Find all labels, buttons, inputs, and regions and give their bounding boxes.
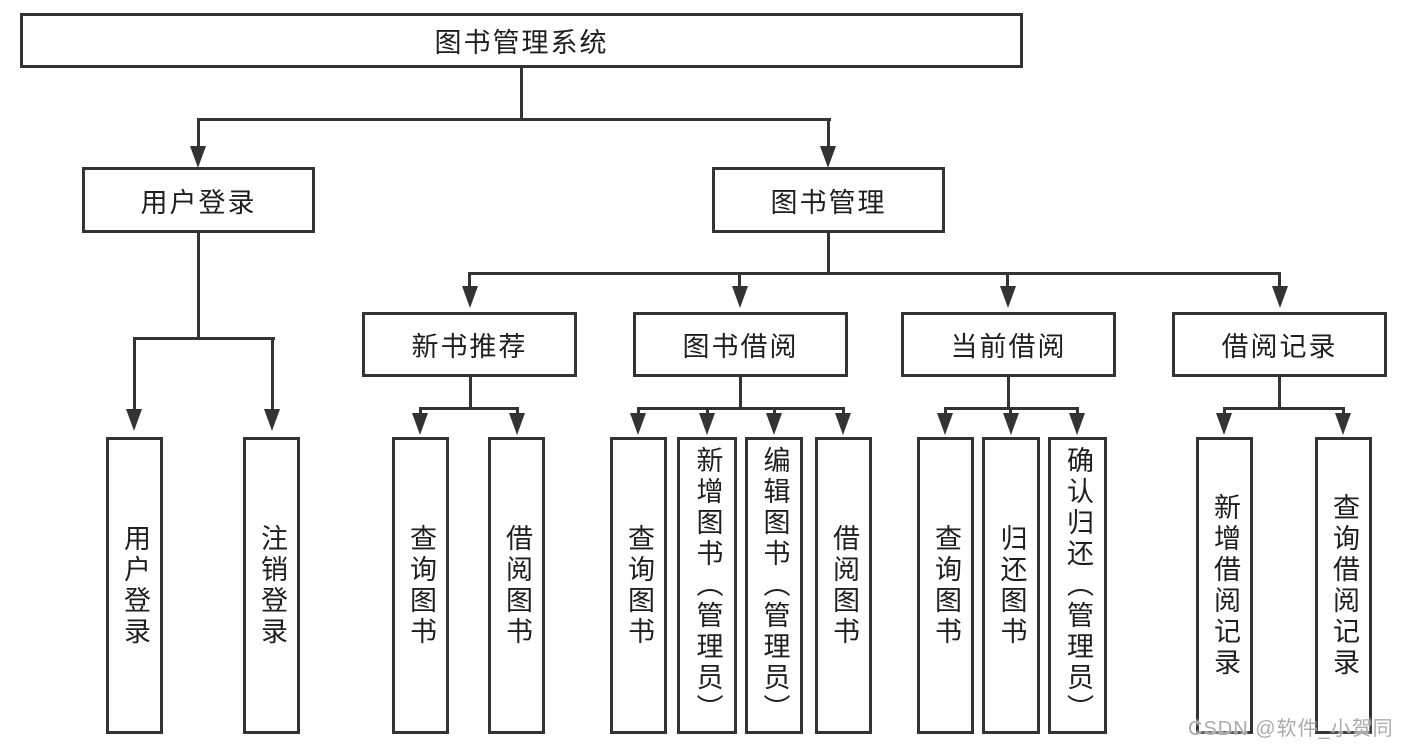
node-current-return-book: 归还图书 <box>982 437 1040 734</box>
edge-book-mgmt-horizontal <box>469 272 1281 275</box>
edge-to-book-borrow <box>738 272 741 286</box>
arrow-down-icon <box>766 413 782 435</box>
node-borrowing-query-book: 查询图书 <box>610 437 667 734</box>
arrow-down-icon <box>1069 413 1085 435</box>
node-logout: 注销登录 <box>243 437 300 734</box>
node-current-query-book: 查询图书 <box>917 437 974 734</box>
edge-to-current-borrow <box>1006 272 1009 286</box>
node-library-system: 图书管理系统 <box>20 13 1023 68</box>
arrow-down-icon <box>732 286 748 308</box>
arrow-down-icon <box>264 409 280 431</box>
node-borrowing-add-book-admin: 新增图书（管理员） <box>677 437 737 734</box>
edge-user-login-horizontal <box>133 337 275 340</box>
node-current-confirm-return-admin: 确认归还（管理员） <box>1048 437 1107 734</box>
edge-stub <box>419 407 422 416</box>
watermark-text: CSDN @软件_小贺同学 <box>1188 718 1394 740</box>
edge-to-logout <box>271 337 274 411</box>
edge-stub <box>637 407 640 416</box>
arrow-down-icon <box>509 413 525 435</box>
edge-stub <box>1009 407 1012 416</box>
edge-current-borrow-vertical <box>1007 377 1010 409</box>
edge-borrow-records-horizontal <box>1223 407 1345 410</box>
node-user-login-leaf: 用户登录 <box>106 437 163 734</box>
arrow-down-icon <box>630 413 646 435</box>
edge-stub <box>944 407 947 416</box>
edge-book-mgmt-vertical <box>827 233 830 275</box>
arrow-down-icon <box>1003 413 1019 435</box>
edge-root-horizontal <box>197 118 831 121</box>
edge-user-login-vertical <box>197 233 200 340</box>
arrow-down-icon <box>699 413 715 435</box>
edge-new-book-rec-vertical <box>469 377 472 409</box>
edge-new-book-rec-horizontal <box>419 407 519 410</box>
edge-stub <box>706 407 709 416</box>
node-book-borrowing: 图书借阅 <box>633 312 848 377</box>
edge-to-borrow-records <box>1278 272 1281 286</box>
node-recommend-borrow-book: 借阅图书 <box>488 437 545 734</box>
edge-stub <box>773 407 776 416</box>
arrow-down-icon <box>937 413 953 435</box>
node-user-login: 用户登录 <box>82 167 315 233</box>
arrow-down-icon <box>1335 413 1351 435</box>
arrow-down-icon <box>835 413 851 435</box>
arrow-down-icon <box>412 413 428 435</box>
arrow-down-icon <box>462 286 478 308</box>
edge-stub <box>516 407 519 416</box>
node-recommend-query-book: 查询图书 <box>392 437 449 734</box>
edge-borrow-records-vertical <box>1278 377 1281 409</box>
node-book-management: 图书管理 <box>712 167 945 233</box>
node-borrowing-edit-book-admin: 编辑图书（管理员） <box>745 437 803 734</box>
node-current-borrowing: 当前借阅 <box>901 312 1116 377</box>
edge-stub <box>1076 407 1079 416</box>
arrow-down-icon <box>1216 413 1232 435</box>
edge-to-new-book-rec <box>468 272 471 286</box>
edge-stub <box>842 407 845 416</box>
edge-root-to-user-login <box>197 118 200 148</box>
node-records-query-record: 查询借阅记录 <box>1315 437 1372 734</box>
arrow-down-icon <box>1000 286 1016 308</box>
edge-root-to-book-mgmt <box>827 118 830 148</box>
node-borrow-records: 借阅记录 <box>1172 312 1387 377</box>
arrow-down-icon <box>126 409 142 431</box>
arrow-down-icon <box>1272 286 1288 308</box>
arrow-down-icon <box>190 146 206 168</box>
edge-to-user-login-leaf <box>133 337 136 411</box>
node-borrowing-borrow-book: 借阅图书 <box>815 437 872 734</box>
node-records-add-record: 新增借阅记录 <box>1196 437 1253 734</box>
edge-stub <box>1342 407 1345 416</box>
arrow-down-icon <box>820 146 836 168</box>
edge-book-borrow-horizontal <box>637 407 845 410</box>
edge-stub <box>1223 407 1226 416</box>
edge-book-borrow-vertical <box>739 377 742 409</box>
edge-root-vertical <box>520 68 523 121</box>
node-new-book-recommend: 新书推荐 <box>362 312 577 377</box>
